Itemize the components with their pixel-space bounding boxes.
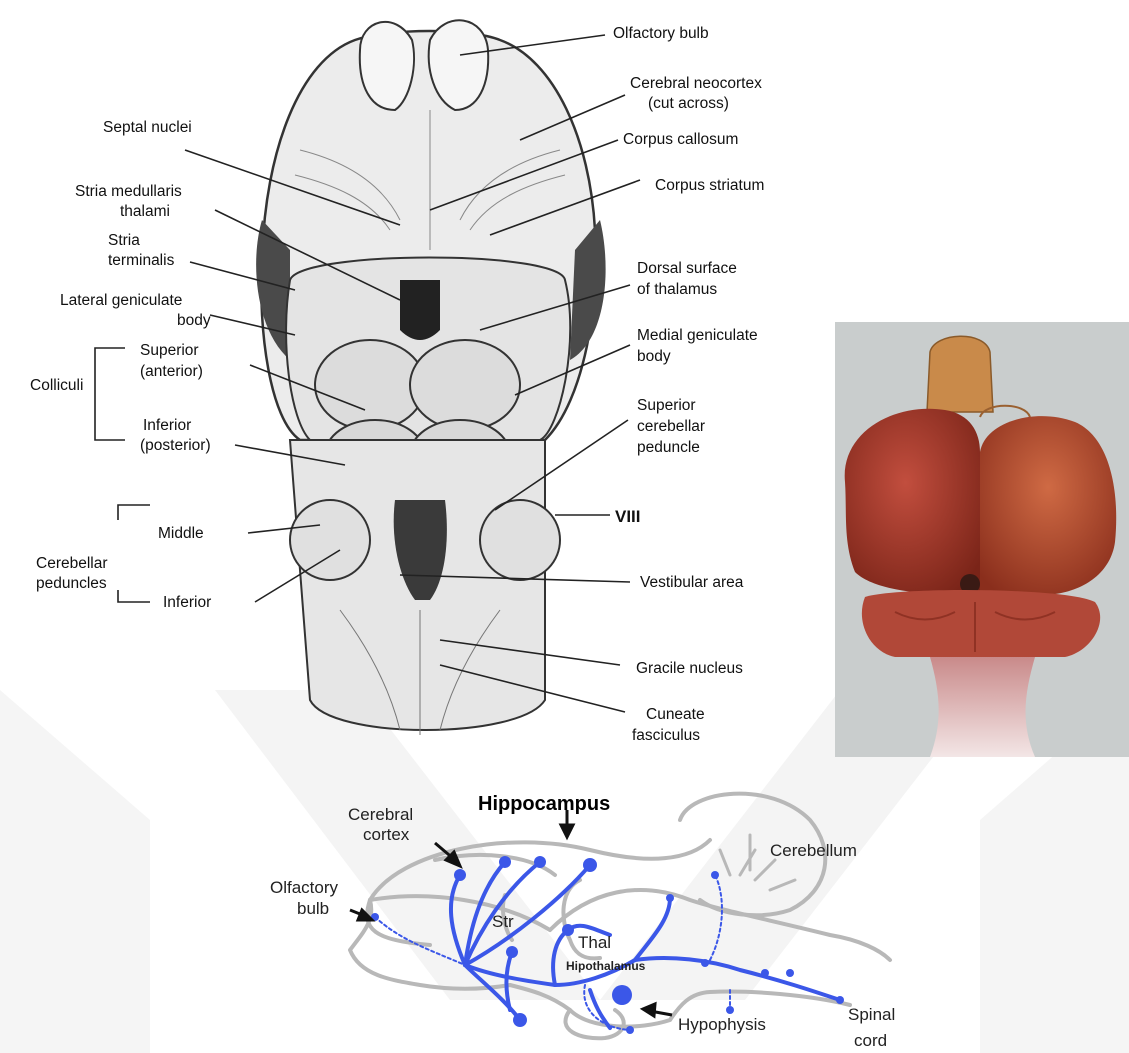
sagittal-pathway-diagram: Hippocampus Cerebral cortex Olfactory bu… xyxy=(250,780,950,1053)
label-gracile-nucleus: Gracile nucleus xyxy=(636,660,743,677)
label-olfactory-bulb: Olfactory bulb xyxy=(613,25,709,42)
label-medial-geniculate-1: Medial geniculate xyxy=(637,327,758,344)
label-cerebral: Cerebral xyxy=(348,805,413,824)
label-cuneate-1: Cuneate xyxy=(646,706,705,723)
label-inferior-2: (posterior) xyxy=(140,437,211,454)
label-inferior-peduncle: Inferior xyxy=(163,594,211,611)
label-cerebellar-peduncles-2: peduncles xyxy=(36,575,107,592)
label-dorsal-surface-2: of thalamus xyxy=(637,281,717,298)
label-middle: Middle xyxy=(158,525,204,542)
label-viii: VIII xyxy=(615,507,641,526)
label-superior-1: Superior xyxy=(140,342,199,359)
label-spinal: Spinal xyxy=(848,1005,895,1024)
label-stria-terminalis-1: Stria xyxy=(108,232,140,249)
label-cerebral-neocortex-1: Cerebral neocortex xyxy=(630,75,762,92)
label-inferior-1: Inferior xyxy=(143,417,191,434)
label-hipothalamus: Hipothalamus xyxy=(566,959,646,973)
label-cerebellum: Cerebellum xyxy=(770,841,857,860)
label-cerebral-neocortex-2: (cut across) xyxy=(648,95,729,112)
label-vestibular-area: Vestibular area xyxy=(640,574,744,591)
brain-dorsal-view-figure: Olfactory bulb Cerebral neocortex (cut a… xyxy=(0,0,820,760)
label-stria-terminalis-2: terminalis xyxy=(108,252,175,269)
label-olfactory: Olfactory xyxy=(270,878,339,897)
label-medial-geniculate-2: body xyxy=(637,348,671,365)
title-hippocampus: Hippocampus xyxy=(478,793,610,815)
label-cortex: cortex xyxy=(363,825,410,844)
label-bulb: bulb xyxy=(297,899,329,918)
label-sup-cerebellar-2: cerebellar xyxy=(637,418,705,435)
label-lateral-geniculate-1: Lateral geniculate xyxy=(60,292,182,309)
label-colliculi: Colliculi xyxy=(30,377,83,394)
label-cerebellar-peduncles-1: Cerebellar xyxy=(36,555,108,572)
label-corpus-striatum: Corpus striatum xyxy=(655,177,764,194)
label-septal-nuclei: Septal nuclei xyxy=(103,119,192,136)
label-sup-cerebellar-3: peduncle xyxy=(637,439,700,456)
label-stria-medullaris-1: Stria medullaris xyxy=(75,183,182,200)
label-superior-2: (anterior) xyxy=(140,363,203,380)
label-cord: cord xyxy=(854,1031,887,1050)
label-hypophysis: Hypophysis xyxy=(678,1015,766,1034)
label-dorsal-surface-1: Dorsal surface xyxy=(637,260,737,277)
label-stria-medullaris-2: thalami xyxy=(120,203,170,220)
label-cuneate-2: fasciculus xyxy=(632,727,700,744)
label-sup-cerebellar-1: Superior xyxy=(637,397,696,414)
label-str: Str xyxy=(492,912,514,931)
label-lateral-geniculate-2: body xyxy=(177,312,211,329)
brain-photo xyxy=(835,322,1129,757)
label-corpus-callosum: Corpus callosum xyxy=(623,131,738,148)
label-thal: Thal xyxy=(578,933,611,952)
